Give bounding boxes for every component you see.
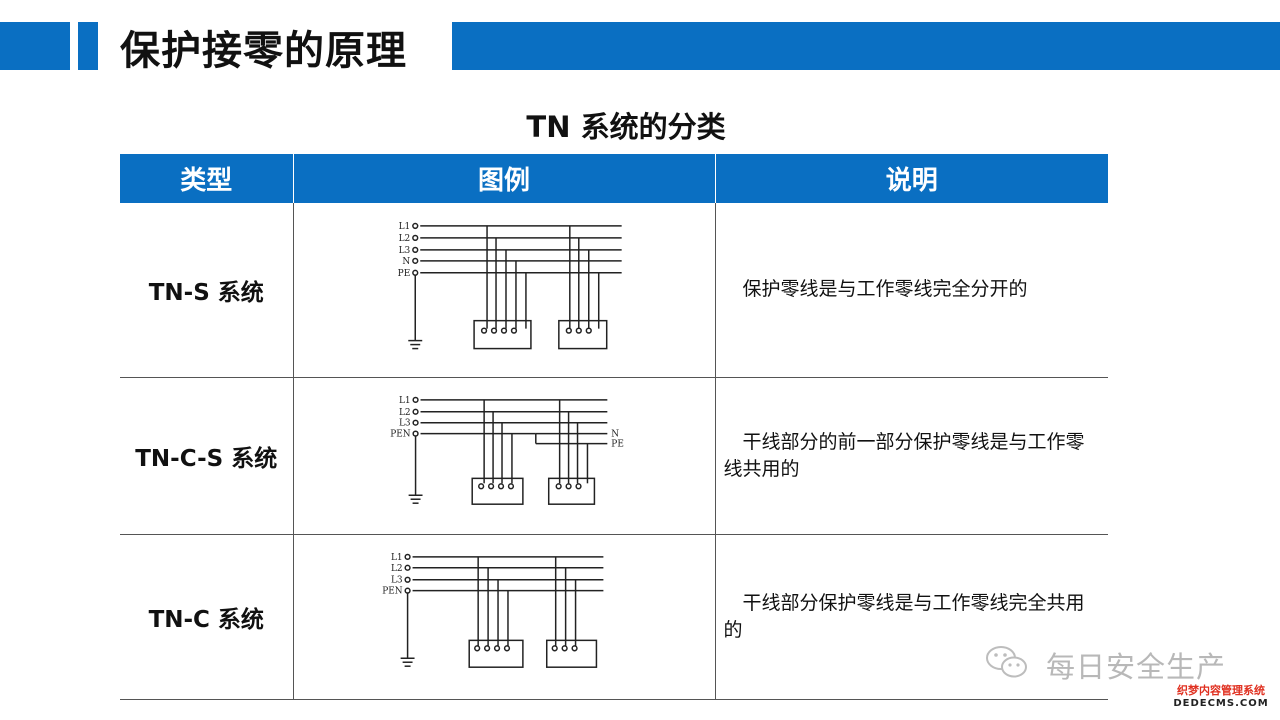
- tn-s-wiring-diagram: L1 L2 L3 N PE: [397, 222, 622, 350]
- row-description: 干线部分的前一部分保护零线是与工作零线共用的: [715, 377, 1108, 535]
- row-description: 干线部分保护零线是与工作零线完全共用的: [715, 534, 1108, 700]
- line-label: L2: [398, 234, 410, 244]
- wechat-icon: [986, 646, 1027, 678]
- description-text: 保护零线是与工作零线完全分开的: [742, 278, 1028, 301]
- line-label: L3: [398, 418, 410, 428]
- corner-watermark: 织梦内容管理系统 DEDECMS.COM: [1166, 684, 1276, 710]
- row-description: 保护零线是与工作零线完全分开的: [715, 203, 1108, 378]
- description-text: 干线部分保护零线是与工作零线完全共用的: [723, 591, 1085, 641]
- line-label: PE: [397, 269, 410, 279]
- title-band-right: [452, 22, 1280, 70]
- header-diagram: 图例: [293, 154, 716, 203]
- line-label: L3: [390, 575, 402, 585]
- title-band-accent: [78, 22, 98, 70]
- line-label: N: [611, 429, 619, 439]
- line-label: PE: [611, 439, 624, 449]
- row-type: TN-C 系统: [120, 534, 294, 700]
- header-type: 类型: [120, 154, 294, 203]
- corner-watermark-cn: 织梦内容管理系统: [1177, 684, 1265, 697]
- watermark-account: 每日安全生产: [1046, 650, 1227, 684]
- line-label: L1: [398, 395, 410, 405]
- header-description: 说明: [715, 154, 1108, 203]
- table-header-row: 类型 图例 说明: [120, 154, 1108, 203]
- tn-c-wiring-diagram: L1 L2 L3 PEN: [382, 552, 603, 668]
- table-row: TN-S 系统: [120, 203, 1108, 378]
- row-diagram: L1 L2 L3 N PE: [293, 203, 716, 378]
- line-label: N: [402, 257, 410, 267]
- line-label: L2: [390, 563, 402, 573]
- tn-c-s-wiring-diagram: L1 L2 L3 PEN N PE: [390, 395, 624, 505]
- row-diagram: L1 L2 L3 PEN: [293, 534, 716, 700]
- line-label: L3: [398, 246, 410, 256]
- line-label: L1: [398, 222, 410, 232]
- table-row: TN-C 系统: [120, 534, 1108, 700]
- table-row: TN-C-S 系统: [120, 377, 1108, 535]
- row-type: TN-S 系统: [120, 203, 294, 378]
- row-diagram: L1 L2 L3 PEN N PE: [293, 377, 716, 535]
- tn-system-table: 类型 图例 说明 TN-S 系统: [120, 154, 1108, 700]
- title-band-left: [0, 22, 70, 70]
- line-label: L1: [390, 552, 402, 562]
- row-type: TN-C-S 系统: [120, 377, 294, 535]
- table-title: TN 系统的分类: [526, 110, 726, 144]
- line-label: L2: [398, 407, 410, 417]
- line-label: PEN: [382, 586, 403, 596]
- line-label: PEN: [390, 429, 411, 439]
- description-text: 干线部分的前一部分保护零线是与工作零线共用的: [723, 430, 1085, 480]
- corner-watermark-en: DEDECMS.COM: [1173, 698, 1269, 709]
- page-title: 保护接零的原理: [120, 28, 407, 74]
